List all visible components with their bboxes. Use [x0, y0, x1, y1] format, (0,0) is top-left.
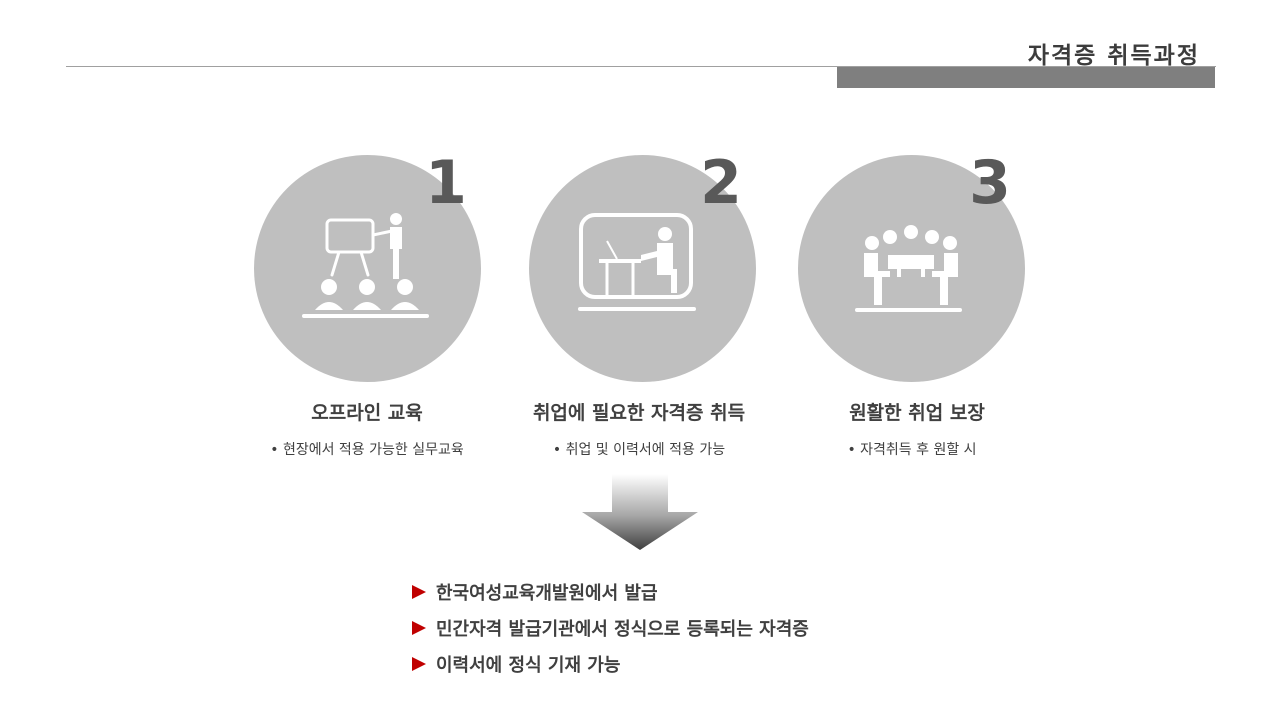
title-accent-bar [837, 67, 1215, 88]
person-at-laptop-icon [578, 213, 696, 311]
step-3-description: • 자격취득 후 원할 시 [847, 442, 977, 458]
step-1-description: • 현장에서 적용 가능한 실무교육 [270, 442, 464, 458]
page-title: 자격증 취득과정 [1027, 43, 1200, 69]
summary-bullet-item: 이력서에 정식 기재 가능 [410, 646, 809, 682]
step-1-number: 1 [425, 148, 467, 218]
bullet-text: 한국여성교육개발원에서 발급 [436, 583, 658, 604]
step-2-circle [529, 155, 756, 382]
red-triangle-bullet-icon [412, 657, 426, 671]
step-3-circle [798, 155, 1025, 382]
meeting-group-icon [855, 225, 962, 312]
classroom-lecture-icon [302, 213, 429, 318]
summary-bullet-item: 한국여성교육개발원에서 발급 [410, 574, 809, 610]
step-2-description: • 취업 및 이력서에 적용 가능 [552, 442, 726, 458]
summary-bullet-item: 민간자격 발급기관에서 정식으로 등록되는 자격증 [410, 610, 809, 646]
step-1-circle [254, 155, 481, 382]
down-arrow-icon [582, 474, 698, 550]
step-2-title: 취업에 필요한 자격증 취득 [532, 402, 746, 424]
red-triangle-bullet-icon [412, 585, 426, 599]
step-1-title: 오프라인 교육 [311, 402, 423, 424]
step-2-number: 2 [700, 148, 742, 218]
bullet-text: 민간자격 발급기관에서 정식으로 등록되는 자격증 [436, 619, 809, 640]
summary-bullet-list: 한국여성교육개발원에서 발급 민간자격 발급기관에서 정식으로 등록되는 자격증… [410, 574, 809, 682]
title-divider-line [66, 66, 1216, 67]
bullet-text: 이력서에 정식 기재 가능 [436, 655, 621, 676]
step-3-number: 3 [969, 148, 1011, 218]
step-3-title: 원활한 취업 보장 [849, 402, 985, 424]
red-triangle-bullet-icon [412, 621, 426, 635]
